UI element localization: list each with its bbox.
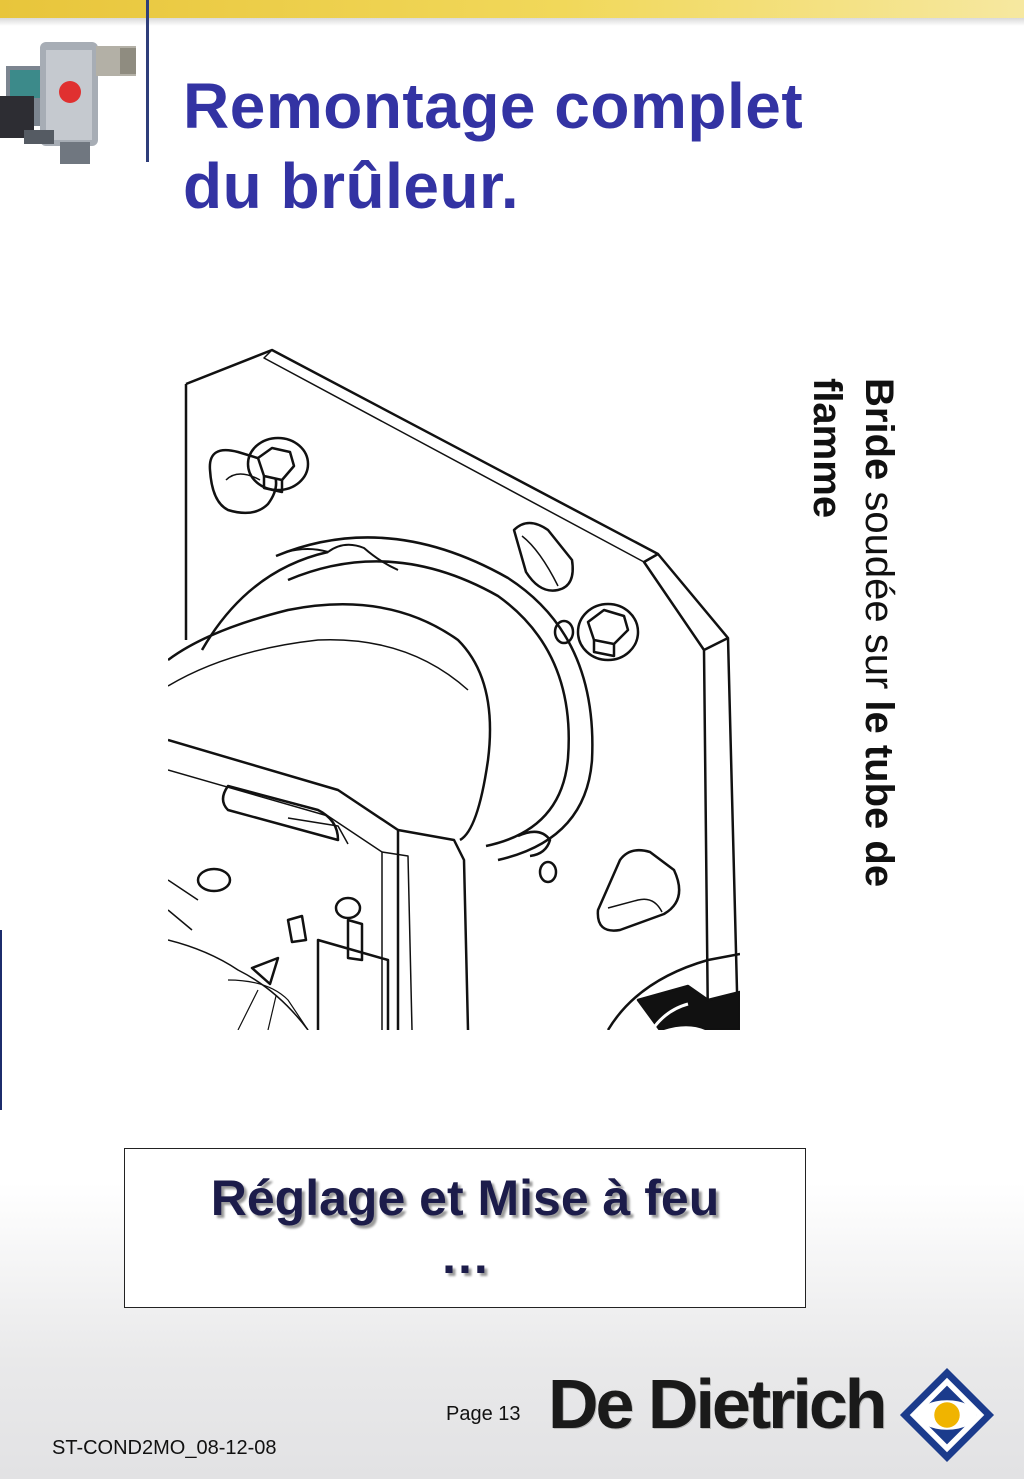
burner-thumbnail-image <box>0 42 136 164</box>
top-accent-bar <box>0 0 1024 18</box>
next-step-ellipsis: … <box>440 1228 490 1284</box>
de-dietrich-diamond-logo-icon <box>899 1367 995 1463</box>
flange-caption: Bride soudée sur le tube de flamme <box>801 378 905 978</box>
caption-bold-flange: Bride <box>857 378 901 481</box>
brand-wordmark: De Dietrich <box>548 1365 888 1443</box>
document-code: ST-COND2MO_08-12-08 <box>52 1437 277 1459</box>
page-number: Page 13 <box>446 1403 521 1425</box>
next-step-text: Réglage et Mise à feu <box>210 1170 720 1226</box>
caption-regular: soudée sur <box>857 480 901 701</box>
header-divider <box>146 0 149 162</box>
title-line-2: du brûleur. <box>183 150 520 222</box>
burner-flange-drawing <box>168 348 740 1030</box>
left-edge-line <box>0 930 2 1110</box>
title-line-1: Remontage complet <box>183 70 804 142</box>
top-bar-shadow <box>0 18 1024 26</box>
next-step-box: Réglage et Mise à feu … <box>124 1148 806 1308</box>
page-title: Remontage complet du brûleur. <box>183 66 803 226</box>
